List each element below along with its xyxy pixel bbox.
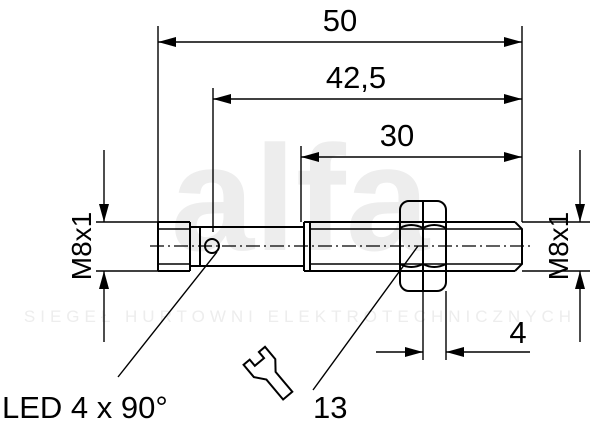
thread-callout-left: M8x1 bbox=[66, 150, 158, 342]
wrench-leader-line bbox=[312, 245, 419, 391]
connector-thread-left bbox=[157, 221, 200, 272]
watermark-tagline: SIEGEŁ HURTOWNI ELEKTROTECHNICZNYCH bbox=[24, 307, 576, 326]
dimension-label-42-5: 42,5 bbox=[326, 60, 386, 95]
dimension-length-from-led: 42,5 bbox=[212, 60, 522, 232]
led-label: LED 4 x 90° bbox=[2, 390, 168, 425]
led-callout: LED 4 x 90° bbox=[2, 251, 218, 425]
thread-label-right: M8x1 bbox=[543, 212, 574, 280]
led-leader-line bbox=[117, 251, 218, 378]
arrowhead-left-50 bbox=[158, 37, 176, 47]
arrowhead-left-30 bbox=[301, 152, 319, 162]
thread-callout-right: M8x1 bbox=[522, 150, 590, 342]
dimension-label-50: 50 bbox=[323, 3, 357, 38]
sensor-sleeve bbox=[199, 226, 304, 267]
dimension-label-4: 4 bbox=[509, 315, 526, 350]
led-indicator bbox=[204, 238, 220, 254]
arrowhead-bottom-right-thread bbox=[575, 271, 585, 289]
arrowhead-right-30 bbox=[504, 152, 522, 162]
arrowhead-bottom-left-thread bbox=[99, 271, 109, 289]
dimension-nut-thickness: 4 bbox=[376, 291, 530, 360]
dimension-overall-length: 50 bbox=[157, 3, 523, 222]
wrench-icon bbox=[242, 345, 294, 401]
dimension-thread-length: 30 bbox=[300, 118, 522, 222]
sensor-body bbox=[150, 200, 532, 292]
dimension-label-30: 30 bbox=[380, 118, 414, 153]
arrowhead-top-right-thread bbox=[575, 204, 585, 222]
arrowhead-nut-right bbox=[446, 347, 464, 357]
watermark: alfa SIEGEŁ HURTOWNI ELEKTROTECHNICZNYCH bbox=[24, 114, 576, 326]
wrench-size-label: 13 bbox=[313, 390, 347, 425]
arrowhead-left-42-5 bbox=[213, 94, 231, 104]
threaded-body bbox=[303, 221, 523, 272]
arrowhead-right-50 bbox=[504, 37, 522, 47]
arrowhead-top-left-thread bbox=[99, 204, 109, 222]
arrowhead-right-42-5 bbox=[504, 94, 522, 104]
wrench-callout: 13 bbox=[242, 245, 419, 425]
thread-label-left: M8x1 bbox=[66, 212, 97, 280]
arrowhead-nut-left bbox=[405, 347, 423, 357]
